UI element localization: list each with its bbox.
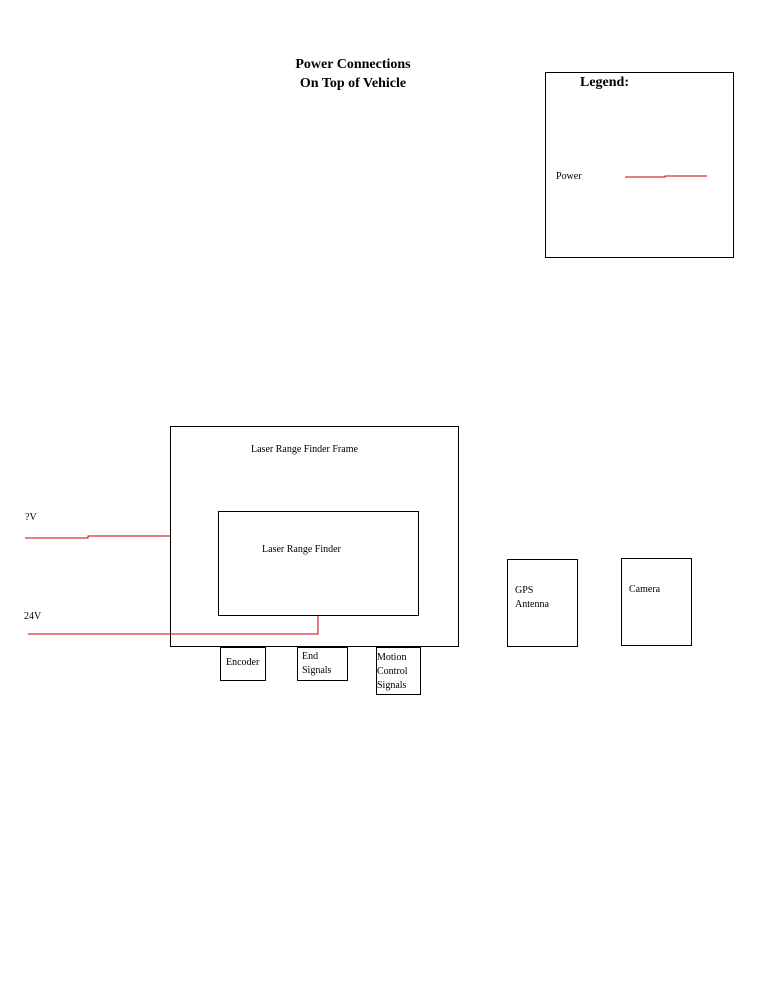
unknown-voltage-label: ?V [25,512,37,523]
laser-range-finder-frame: Laser Range Finder Frame [170,426,459,647]
legend-title: Legend: [580,75,629,90]
motion-control-signals-box: Motion Control Signals [376,647,421,695]
diagram-title: Power Connections On Top of Vehicle [250,55,456,93]
end-signals-line-2: Signals [302,665,332,676]
legend-power-label: Power [556,171,582,182]
lrf-label: Laser Range Finder [262,544,341,555]
motion-line-1: Motion [377,652,407,663]
camera-label: Camera [629,584,661,595]
end-signals-line-1: End [302,651,319,662]
title-line-1: Power Connections [295,57,411,72]
motion-line-2: Control [377,666,408,677]
encoder-label: Encoder [226,657,260,668]
gps-line-2: Antenna [515,599,549,610]
title-line-2: On Top of Vehicle [299,76,407,91]
camera-box: Camera [621,558,692,646]
24v-label: 24V [24,611,42,622]
motion-line-3: Signals [377,680,407,691]
frame-label: Laser Range Finder Frame [251,444,358,455]
legend-box: Legend: Power [545,72,734,258]
gps-line-1: GPS [515,585,534,596]
gps-antenna-box: GPS Antenna [507,559,578,647]
unknown-voltage-wire [25,535,170,539]
end-signals-box: End Signals [297,647,348,681]
encoder-box: Encoder [220,647,266,681]
laser-range-finder: Laser Range Finder [218,511,419,616]
